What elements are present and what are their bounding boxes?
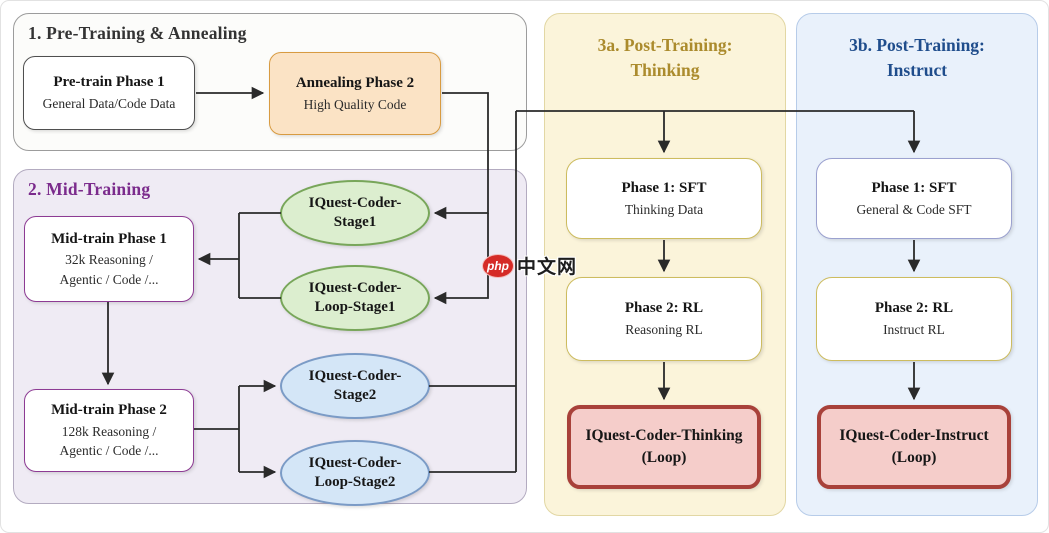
instruct-phase2-title: Phase 2: RL bbox=[874, 300, 954, 317]
section-instruct-title: 3b. Post-Training: Instruct bbox=[797, 14, 1037, 84]
node-thinking-phase2-rl: Phase 2: RL Reasoning RL bbox=[566, 277, 762, 361]
node-midtrain-phase1-line2: Agentic / Code /... bbox=[59, 271, 159, 287]
node-midtrain-phase2: Mid-train Phase 2 128k Reasoning / Agent… bbox=[24, 389, 194, 472]
node-midtrain-phase2-line1: 128k Reasoning / bbox=[61, 423, 157, 439]
watermark-text: 中文网 bbox=[517, 257, 578, 278]
node-iquest-coder-thinking-loop: IQuest-Coder-Thinking (Loop) bbox=[567, 405, 761, 489]
thinking-phase1-subtitle: Thinking Data bbox=[624, 201, 704, 217]
instruct-phase2-subtitle: Instruct RL bbox=[883, 322, 945, 338]
node-iquest-coder-loop-stage2: IQuest-Coder- Loop-Stage2 bbox=[280, 440, 430, 506]
node-instruct-phase2-rl: Phase 2: RL Instruct RL bbox=[816, 277, 1012, 361]
stage1-line2: Stage1 bbox=[333, 214, 377, 230]
node-pretrain-phase1-subtitle: General Data/Code Data bbox=[42, 96, 176, 112]
node-iquest-coder-loop-stage1: IQuest-Coder- Loop-Stage1 bbox=[280, 265, 430, 331]
section-instruct-title-line2: Instruct bbox=[886, 60, 948, 81]
node-iquest-coder-stage1: IQuest-Coder- Stage1 bbox=[280, 180, 430, 246]
stage1-line1: IQuest-Coder- bbox=[308, 194, 402, 211]
section-thinking-title: 3a. Post-Training: Thinking bbox=[545, 14, 785, 84]
loop-stage2-line1: IQuest-Coder- bbox=[308, 454, 402, 471]
node-midtrain-phase1: Mid-train Phase 1 32k Reasoning / Agenti… bbox=[24, 216, 194, 302]
node-instruct-phase1-sft: Phase 1: SFT General & Code SFT bbox=[816, 158, 1012, 239]
node-midtrain-phase1-line1: 32k Reasoning / bbox=[65, 252, 153, 268]
stage2-line1: IQuest-Coder- bbox=[308, 367, 402, 384]
thinking-phase2-subtitle: Reasoning RL bbox=[625, 322, 703, 338]
loop-stage1-line2: Loop-Stage1 bbox=[314, 299, 396, 315]
instruct-phase1-subtitle: General & Code SFT bbox=[856, 201, 972, 217]
php-logo-icon: php bbox=[482, 253, 514, 278]
node-annealing-phase2: Annealing Phase 2 High Quality Code bbox=[269, 52, 441, 135]
node-iquest-coder-instruct-loop: IQuest-Coder-Instruct (Loop) bbox=[817, 405, 1011, 489]
loop-stage2-line2: Loop-Stage2 bbox=[314, 474, 396, 490]
section-thinking-title-line1: 3a. Post-Training: bbox=[597, 35, 733, 55]
watermark: php 中文网 bbox=[482, 252, 577, 279]
node-iquest-coder-stage2: IQuest-Coder- Stage2 bbox=[280, 353, 430, 419]
instruct-result-line1: IQuest-Coder-Instruct bbox=[839, 426, 989, 444]
stage2-line2: Stage2 bbox=[333, 387, 377, 403]
thinking-result-line1: IQuest-Coder-Thinking bbox=[585, 426, 743, 444]
section-midtraining-title: 2. Mid-Training bbox=[28, 179, 151, 199]
node-annealing-phase2-title: Annealing Phase 2 bbox=[295, 74, 415, 91]
node-pretrain-phase1: Pre-train Phase 1 General Data/Code Data bbox=[23, 56, 195, 130]
section-instruct-title-line1: 3b. Post-Training: bbox=[849, 35, 985, 55]
node-annealing-phase2-subtitle: High Quality Code bbox=[303, 96, 407, 112]
thinking-phase1-title: Phase 1: SFT bbox=[621, 179, 707, 196]
node-midtrain-phase2-line2: Agentic / Code /... bbox=[59, 443, 159, 459]
section-thinking-title-line2: Thinking bbox=[630, 60, 700, 81]
thinking-phase2-title: Phase 2: RL bbox=[624, 300, 704, 317]
loop-stage1-line1: IQuest-Coder- bbox=[308, 279, 402, 296]
node-midtrain-phase1-title: Mid-train Phase 1 bbox=[51, 230, 167, 247]
node-thinking-phase1-sft: Phase 1: SFT Thinking Data bbox=[566, 158, 762, 239]
node-midtrain-phase2-title: Mid-train Phase 2 bbox=[51, 402, 167, 419]
instruct-result-line2: (Loop) bbox=[891, 449, 937, 466]
thinking-result-line2: (Loop) bbox=[641, 449, 687, 466]
instruct-phase1-title: Phase 1: SFT bbox=[871, 179, 957, 196]
section-pretraining-title: 1. Pre-Training & Annealing bbox=[28, 23, 247, 43]
node-pretrain-phase1-title: Pre-train Phase 1 bbox=[53, 74, 165, 91]
